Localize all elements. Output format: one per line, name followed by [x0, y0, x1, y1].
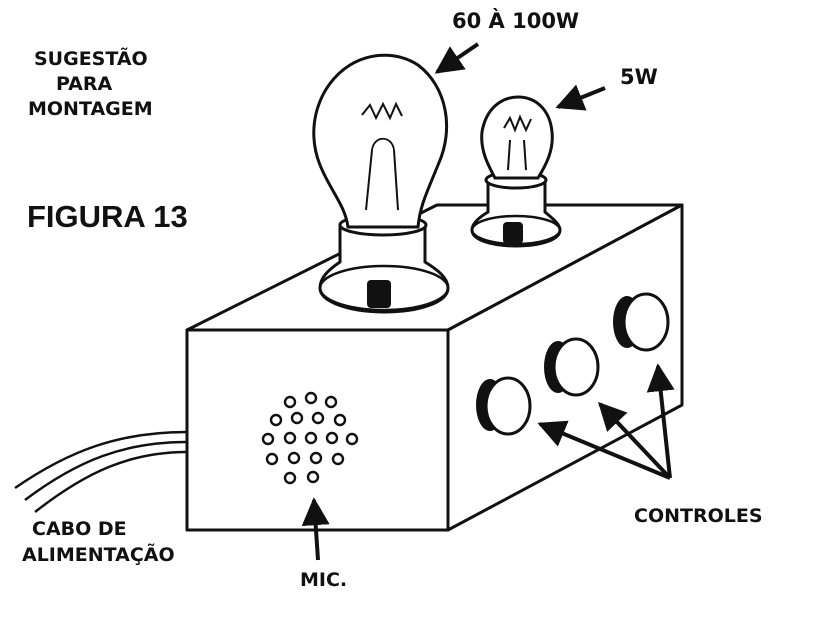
box-front-face: [185, 328, 450, 532]
arrow-control-2: [598, 401, 672, 480]
small-lamp-screw: [503, 222, 523, 244]
arrow-big-lamp: [434, 42, 480, 74]
arrow-control-1: [537, 420, 671, 480]
big-lamp-screw: [367, 280, 391, 308]
mic-label: MIC.: [300, 569, 348, 591]
big-lamp-power-label: 60 À 100W: [452, 9, 580, 33]
figure-title: FIGURA 13: [27, 199, 188, 234]
big-bulb-filament: [361, 101, 403, 211]
knob-2: [544, 337, 600, 397]
suggestion-label-line3: MONTAGEM: [28, 98, 153, 120]
arrow-small-lamp: [555, 84, 606, 111]
cable-label-line1: CABO DE: [32, 518, 127, 540]
small-lamp-power-label: 5W: [620, 65, 658, 89]
arrow-mic: [301, 497, 330, 561]
knob-3: [613, 292, 670, 352]
small-lamp: [470, 95, 562, 248]
small-lamp-socket: [470, 178, 562, 248]
power-cable: [14, 430, 188, 513]
big-bulb-glass: [312, 53, 449, 229]
suggestion-label-line2: PARA: [56, 73, 113, 95]
small-bulb-glass: [480, 95, 554, 180]
enclosure-box: [185, 203, 684, 532]
small-bulb-filament: [503, 114, 532, 171]
cable-label-line2: ALIMENTAÇÃO: [22, 544, 175, 566]
annotation-arrows: [301, 42, 675, 561]
controls-label: CONTROLES: [634, 505, 763, 527]
knob-1: [476, 376, 532, 436]
big-lamp-socket: [318, 223, 450, 314]
arrow-control-3: [646, 363, 675, 479]
microphone-grille-icon: [261, 391, 359, 485]
big-lamp: [312, 53, 450, 314]
suggestion-label-line1: SUGESTÃO: [34, 48, 148, 70]
